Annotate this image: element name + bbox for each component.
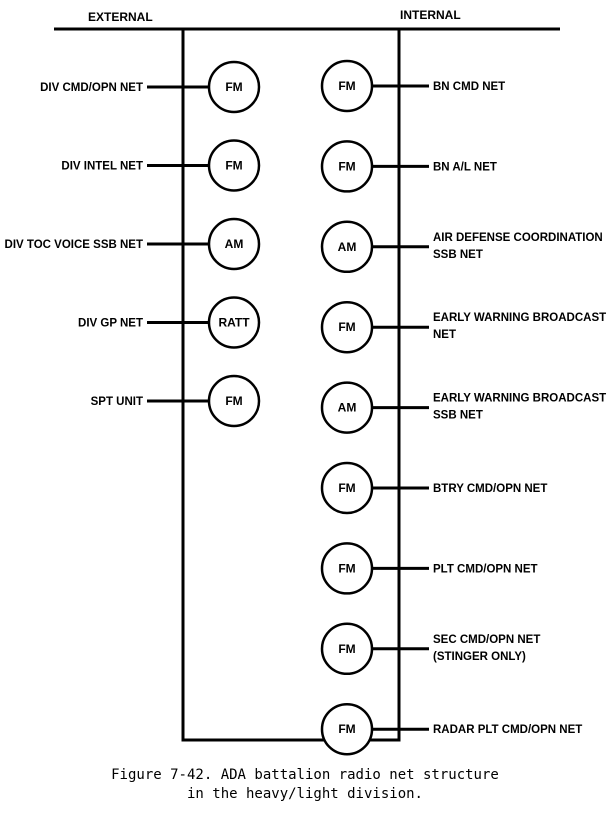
net-label: DIV INTEL NET — [61, 161, 143, 173]
internal-net: FM BN CMD NET — [320, 59, 505, 113]
radio-circle — [207, 60, 261, 114]
radio-type: FM — [338, 320, 355, 334]
caption-line-1: Figure 7-42. ADA battalion radio net str… — [111, 767, 499, 783]
external-header: EXTERNAL — [88, 10, 153, 24]
external-net: RATT DIV GP NET — [78, 296, 261, 349]
figure-caption: Figure 7-42. ADA battalion radio net str… — [0, 766, 610, 804]
internal-net: FM PLT CMD/OPN NET — [320, 542, 538, 595]
net-label: SEC CMD/OPN NET — [433, 634, 540, 646]
radio-circle — [320, 59, 374, 113]
net-label: SSB NET — [433, 410, 483, 422]
net-label: BTRY CMD/OPN NET — [433, 483, 547, 495]
radio-circle — [207, 374, 261, 428]
radio-circle — [207, 217, 261, 271]
net-label: PLT CMD/OPN NET — [433, 563, 538, 575]
radio-circle — [320, 381, 374, 434]
net-label: DIV GP NET — [78, 318, 143, 330]
net-label: EARLY WARNING BROADCAST — [433, 393, 606, 405]
internal-net: AM AIR DEFENSE COORDINATION SSB NET — [320, 220, 603, 274]
external-nets: FM DIV CMD/OPN NET FM DIV INTEL NET AM DIV TO… — [5, 60, 261, 428]
battalion-box — [181, 27, 401, 742]
internal-net: FM RADAR PLT CMD/OPN NET — [320, 702, 582, 756]
radio-type: FM — [338, 79, 355, 93]
external-net: FM DIV CMD/OPN NET — [40, 60, 261, 114]
radio-circle — [320, 542, 374, 595]
radio-circle — [320, 220, 374, 274]
internal-header: INTERNAL — [400, 8, 461, 22]
internal-net: AM EARLY WARNING BROADCAST SSB NET — [320, 381, 606, 434]
net-label: AIR DEFENSE COORDINATION — [433, 232, 603, 244]
external-net: FM DIV INTEL NET — [61, 139, 261, 192]
radio-circle — [207, 139, 261, 192]
internal-net: FM BN A/L NET — [320, 140, 497, 193]
radio-type: AM — [338, 401, 357, 415]
internal-net: FM BTRY CMD/OPN NET — [320, 461, 547, 515]
net-label: NET — [433, 329, 456, 341]
net-label: SSB NET — [433, 249, 483, 261]
net-label: (STINGER ONLY) — [433, 651, 526, 663]
internal-nets: FM BN CMD NET FM BN A/L NET AM AIR DEFENSE CO… — [320, 59, 606, 756]
radio-type: FM — [338, 159, 355, 173]
radio-type: AM — [225, 237, 244, 251]
radio-circle — [207, 296, 261, 349]
net-label: DIV CMD/OPN NET — [40, 82, 143, 94]
internal-net: FM EARLY WARNING BROADCAST NET — [320, 300, 606, 354]
radio-type: RATT — [218, 316, 250, 330]
radio-type: FM — [338, 481, 355, 495]
radio-type: FM — [225, 394, 242, 408]
radio-circle — [320, 622, 374, 676]
external-net: FM SPT UNIT — [91, 374, 261, 428]
net-label: BN CMD NET — [433, 81, 505, 93]
net-label: SPT UNIT — [91, 396, 143, 408]
external-net: AM DIV TOC VOICE SSB NET — [5, 217, 261, 271]
net-label: DIV TOC VOICE SSB NET — [5, 239, 143, 251]
caption-line-2: in the heavy/light division. — [186, 786, 423, 802]
radio-circle — [320, 461, 374, 515]
radio-net-diagram: EXTERNAL INTERNAL FM DIV CMD/OPN NET FM DIV… — [5, 8, 606, 756]
net-label: BN A/L NET — [433, 161, 497, 173]
radio-type: FM — [225, 80, 242, 94]
net-label: RADAR PLT CMD/OPN NET — [433, 724, 582, 736]
radio-circle — [320, 300, 374, 354]
radio-circle — [320, 140, 374, 193]
radio-type: FM — [338, 561, 355, 575]
radio-circle — [320, 702, 374, 756]
radio-type: FM — [225, 159, 242, 173]
radio-type: FM — [338, 722, 355, 736]
net-label: EARLY WARNING BROADCAST — [433, 312, 606, 324]
radio-type: FM — [338, 642, 355, 656]
internal-net: FM SEC CMD/OPN NET (STINGER ONLY) — [320, 622, 540, 676]
radio-type: AM — [338, 240, 357, 254]
